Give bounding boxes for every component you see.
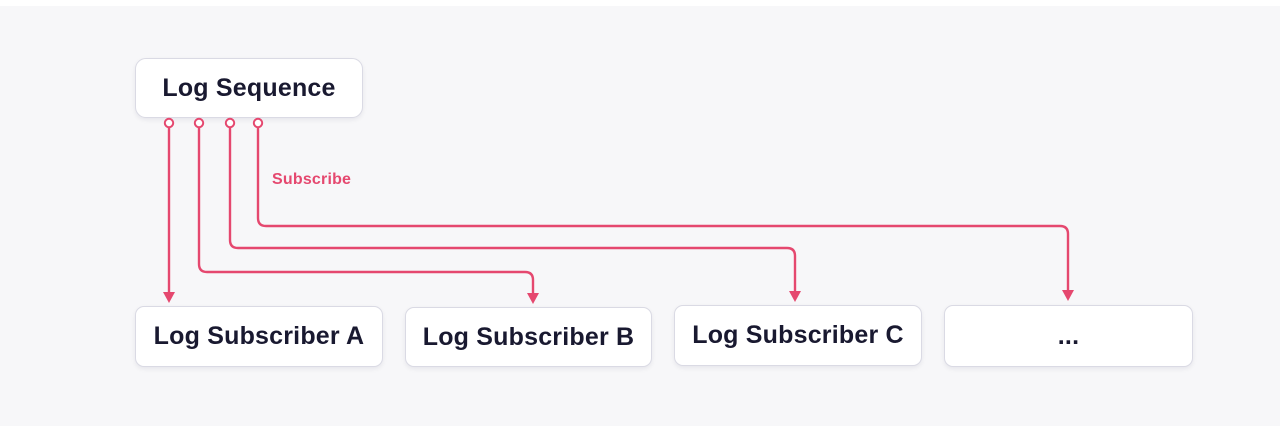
node-log-subscriber-b: Log Subscriber B	[405, 307, 652, 367]
node-log-subscriber-a: Log Subscriber A	[135, 306, 383, 367]
node-subscriber-ellipsis-label: ...	[1057, 321, 1080, 350]
node-log-subscriber-c: Log Subscriber C	[674, 305, 922, 366]
node-subscriber-ellipsis: ...	[944, 305, 1193, 367]
node-log-subscriber-c-label: Log Subscriber C	[692, 321, 904, 349]
node-log-sequence: Log Sequence	[135, 58, 363, 118]
edge-label-subscribe: Subscribe	[272, 171, 352, 188]
node-log-sequence-label: Log Sequence	[162, 73, 336, 102]
node-log-subscriber-a-label: Log Subscriber A	[153, 322, 365, 350]
node-log-subscriber-b-label: Log Subscriber B	[422, 322, 635, 351]
